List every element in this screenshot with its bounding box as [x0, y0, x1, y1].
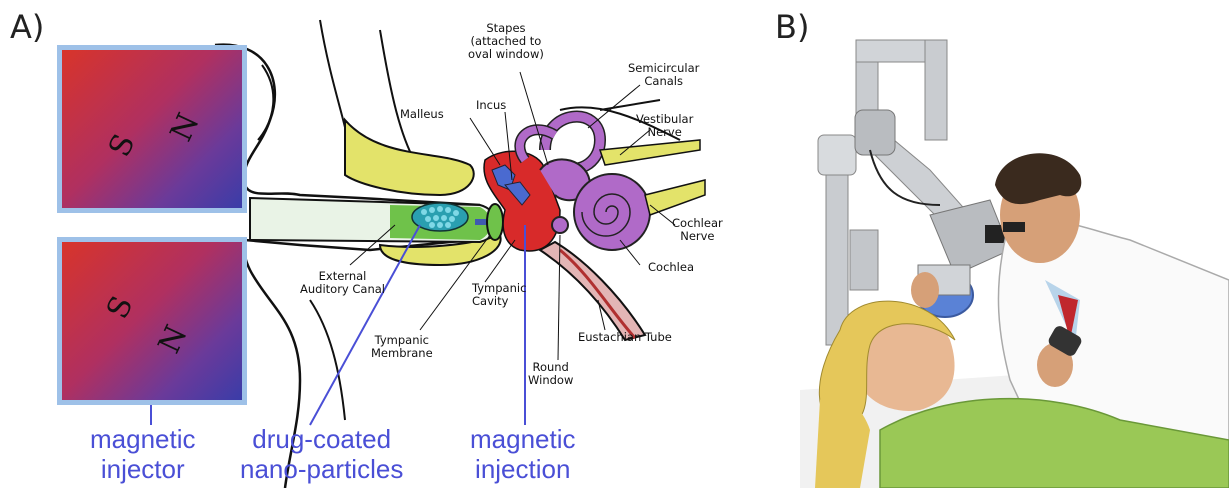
clinical-illustration	[0, 0, 1229, 488]
